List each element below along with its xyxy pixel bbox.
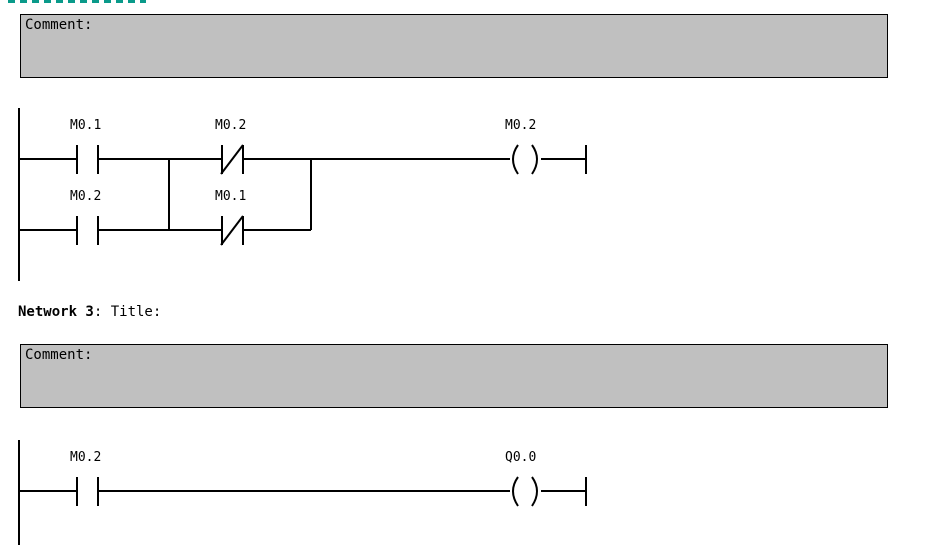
- network-2-contact-nc-m02-slash: [220, 144, 244, 175]
- network-3-header-title: Title:: [110, 304, 162, 320]
- network-3-comment-box[interactable]: Comment:: [20, 344, 888, 408]
- network-2-coil-m02-right-arc: [531, 144, 538, 175]
- network-3-header-separator: :: [93, 304, 111, 320]
- network-3-header-name: Network 3: [18, 304, 94, 320]
- network-2-contact-nc-m01-slash: [220, 215, 244, 246]
- network-2-coil-label-m02: M0.2: [505, 118, 537, 133]
- network-2-coil-m02-left-arc: [512, 144, 519, 175]
- network-selection-dashed-marker: [8, 0, 146, 3]
- network-3-comment-text: Comment:: [25, 347, 93, 363]
- network-2-comment-text: Comment:: [25, 17, 93, 33]
- network-3-header[interactable]: Network 3: Title:: [18, 303, 161, 321]
- network-3-contact-label-m02: M0.2: [70, 450, 102, 465]
- network-3-coil-label-q00: Q0.0: [505, 450, 537, 465]
- network-2-comment-box[interactable]: Comment:: [20, 14, 888, 78]
- network-3-coil-q00-right-arc: [531, 476, 538, 507]
- network-2-contact-label-m01-bottom: M0.1: [215, 189, 247, 204]
- network-2-contact-label-m02-bottom: M0.2: [70, 189, 102, 204]
- network-2-contact-label-m02-top: M0.2: [215, 118, 247, 133]
- network-2-contact-label-m01-top: M0.1: [70, 118, 102, 133]
- network-3-coil-q00-left-arc: [512, 476, 519, 507]
